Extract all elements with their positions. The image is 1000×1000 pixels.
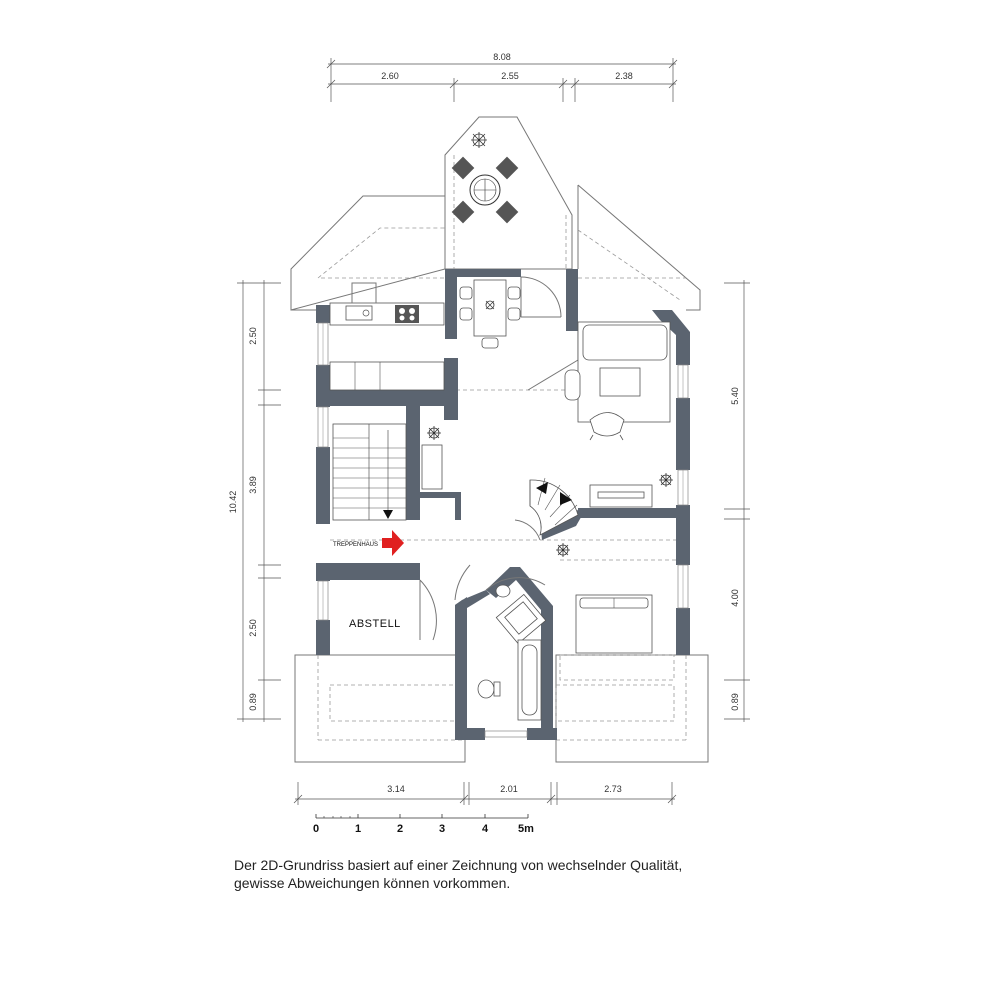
entrance-arrow-icon (382, 530, 404, 556)
plant-icon (471, 132, 487, 148)
dim-bottom-segment-1: 3.14 (387, 784, 405, 794)
scale-label-4: 4 (482, 823, 489, 835)
disclaimer-line-2: gewisse Abweichungen können vorkommen. (234, 875, 511, 891)
dim-right-segment-3: 0.89 (730, 693, 740, 711)
windows (317, 322, 689, 738)
dim-left-segment-4: 0.89 (248, 693, 258, 711)
plant-icon (427, 426, 441, 440)
dim-right-segment-1: 5.40 (730, 387, 740, 405)
dim-top-segment-3: 2.38 (615, 71, 633, 81)
plant-icon (556, 543, 570, 557)
bedroom-bed (559, 594, 675, 681)
scale-bar: 0 1 2 3 4 5m (313, 814, 534, 835)
dim-left-segment-1: 2.50 (248, 327, 258, 345)
dim-right-segment-2: 4.00 (730, 589, 740, 607)
dim-top-segment-2: 2.55 (501, 71, 519, 81)
kitchen-counter (329, 282, 445, 391)
dim-top-segment-1: 2.60 (381, 71, 399, 81)
dim-top-total: 8.08 (493, 52, 511, 62)
disclaimer: Der 2D-Grundriss basiert auf einer Zeich… (234, 856, 794, 892)
scale-label-1: 1 (355, 823, 361, 835)
dining-table (459, 276, 562, 349)
dim-left-total: 10.42 (228, 491, 238, 514)
dim-bottom-segment-3: 2.73 (604, 784, 622, 794)
dim-left-segment-2: 3.89 (248, 476, 258, 494)
staircase (332, 423, 443, 521)
plant-icon (659, 473, 673, 487)
dim-bottom-segment-2: 2.01 (500, 784, 518, 794)
walls (316, 269, 690, 740)
left-dimension-chain: 10.42 2.50 3.89 2.50 0.89 (228, 280, 281, 722)
staircase-label: TREPPENHAUS (333, 542, 378, 548)
scale-label-0: 0 (313, 823, 319, 835)
storage-label: ABSTELL (349, 618, 401, 630)
scale-label-3: 3 (439, 823, 445, 835)
living-room-furniture (527, 321, 671, 508)
bathroom-fixtures (477, 577, 547, 721)
dim-left-segment-3: 2.50 (248, 619, 258, 637)
storage-door (419, 564, 471, 641)
scale-label-5: 5m (518, 823, 534, 835)
top-dimension-chain: 8.08 2.60 2.55 2.38 (326, 52, 678, 102)
spiral-staircase (514, 477, 579, 541)
disclaimer-line-1: Der 2D-Grundriss basiert auf einer Zeich… (234, 857, 683, 873)
bottom-dimension-chain: 3.14 2.01 2.73 (293, 782, 677, 805)
right-dimension-chain: 5.40 4.00 0.89 (724, 280, 750, 722)
terrace-table (451, 156, 519, 224)
scale-label-2: 2 (397, 823, 403, 835)
